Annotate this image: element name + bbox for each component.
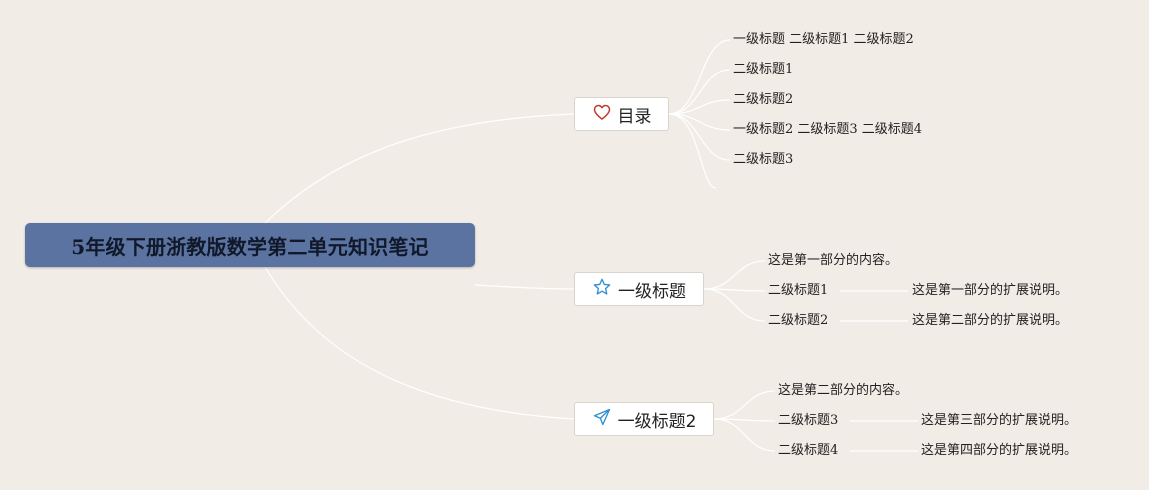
subtopic-label[interactable]: 二级标题2	[768, 313, 829, 328]
connector-b2-content	[703, 260, 766, 290]
connector-toc-4	[668, 113, 731, 131]
connector-toc-1	[668, 39, 731, 115]
branch-topic-section-1[interactable]: 一级标题	[574, 272, 704, 306]
root-topic[interactable]: 5年级下册浙教版数学第二单元知识笔记	[25, 223, 475, 267]
connector-toc-3	[668, 99, 731, 115]
subtopic-label[interactable]: 二级标题3	[778, 413, 839, 428]
subtopic-extension[interactable]: 这是第三部分的扩展说明。	[921, 413, 1078, 428]
connector-toc-2	[668, 69, 731, 115]
subtopic-label[interactable]: 二级标题4	[778, 443, 839, 458]
subtopic-label[interactable]: 二级标题1	[768, 283, 829, 298]
branch-label: 一级标题2	[617, 411, 697, 432]
toc-item[interactable]: 二级标题1	[733, 62, 794, 77]
connector-root-branch-3	[264, 266, 575, 420]
heart-icon	[592, 102, 612, 127]
branch-label: 一级标题	[618, 281, 686, 302]
branch-topic-section-2[interactable]: 一级标题2	[574, 402, 714, 436]
section-content[interactable]: 这是第一部分的内容。	[768, 253, 899, 268]
branch-topic-toc[interactable]: 目录	[574, 97, 669, 131]
paper-plane-icon	[592, 407, 612, 432]
toc-item[interactable]: 一级标题2 二级标题3 二级标题4	[733, 122, 923, 137]
connector-b3-content	[713, 390, 776, 420]
connector-root-branch-1	[264, 113, 575, 224]
connector-toc-5	[668, 113, 731, 161]
connector-toc-6	[668, 113, 717, 189]
connector-root-branch-2	[474, 284, 575, 290]
connector-b2-sub-2	[703, 288, 766, 322]
subtopic-extension[interactable]: 这是第一部分的扩展说明。	[912, 283, 1069, 298]
star-icon	[592, 277, 612, 302]
subtopic-extension[interactable]: 这是第二部分的扩展说明。	[912, 313, 1069, 328]
subtopic-extension[interactable]: 这是第四部分的扩展说明。	[921, 443, 1078, 458]
toc-item[interactable]: 二级标题3	[733, 152, 794, 167]
section-content[interactable]: 这是第二部分的内容。	[778, 383, 909, 398]
branch-label: 目录	[617, 106, 652, 127]
toc-item[interactable]: 一级标题 二级标题1 二级标题2	[733, 32, 914, 47]
connector-b3-sub-2	[713, 418, 776, 452]
root-title: 5年级下册浙教版数学第二单元知识笔记	[71, 234, 429, 259]
toc-item[interactable]: 二级标题2	[733, 92, 794, 107]
